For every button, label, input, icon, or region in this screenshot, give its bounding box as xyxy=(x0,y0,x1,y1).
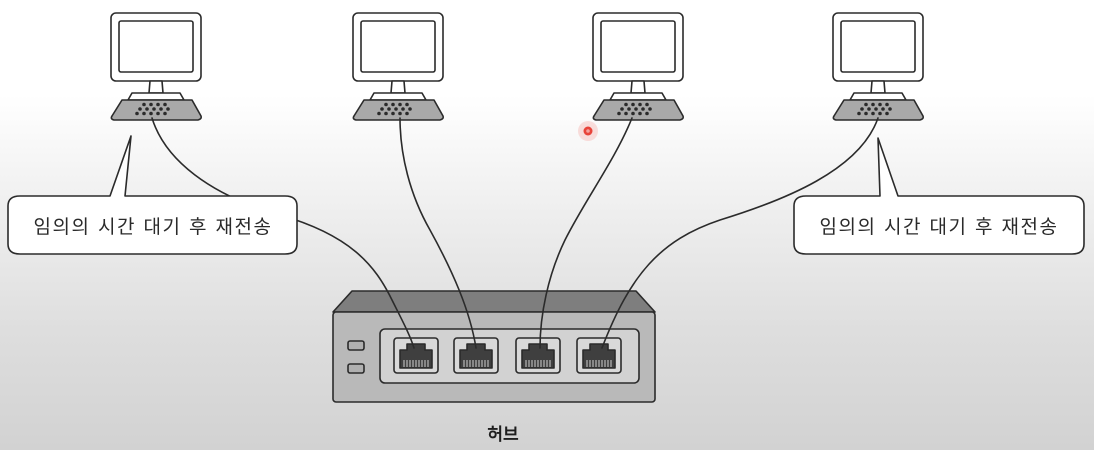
computer-3 xyxy=(592,12,685,121)
hub xyxy=(332,290,656,403)
computer-2 xyxy=(352,12,445,121)
cursor-pointer-dot xyxy=(578,121,598,141)
hub-label: 허브 xyxy=(487,425,519,445)
callout-left-text: 임의의 시간 대기 후 재전송 xyxy=(34,216,273,238)
cable-2 xyxy=(399,117,477,349)
hub-indicator-light xyxy=(347,340,365,351)
computer-4 xyxy=(832,12,925,121)
hub-port-2 xyxy=(453,337,499,374)
callout-right-text: 임의의 시간 대기 후 재전송 xyxy=(820,216,1059,238)
cable-4 xyxy=(601,117,879,349)
callout-left: 임의의 시간 대기 후 재전송 xyxy=(7,135,298,255)
hub-port-4 xyxy=(576,337,622,374)
computer-1 xyxy=(110,12,203,121)
hub-indicator-light xyxy=(347,363,365,374)
hub-port-3 xyxy=(515,337,561,374)
cable-3 xyxy=(539,117,633,349)
hub-port-1 xyxy=(393,337,439,374)
cable-1 xyxy=(151,117,415,349)
callout-right: 임의의 시간 대기 후 재전송 xyxy=(793,137,1085,255)
